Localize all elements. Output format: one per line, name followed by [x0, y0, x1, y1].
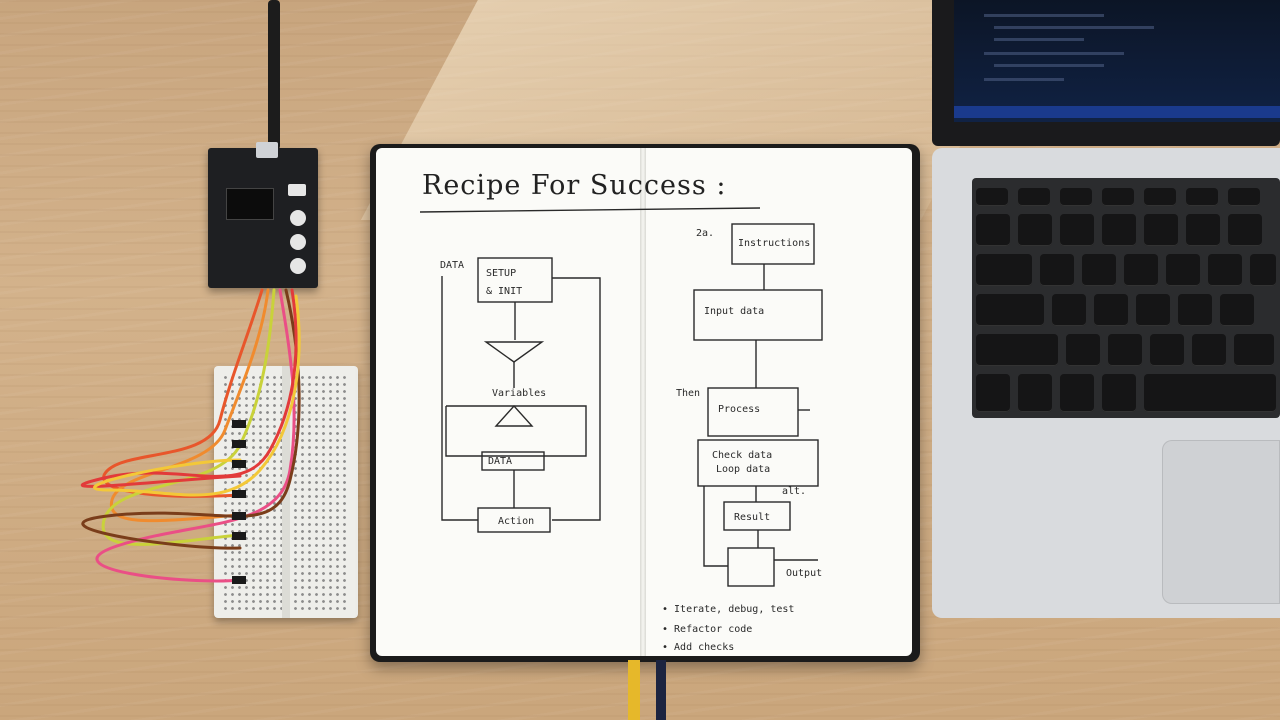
svg-text:Variables: Variables	[492, 388, 546, 399]
title-underline	[419, 207, 761, 213]
right-box-result	[723, 501, 791, 531]
keyboard-key	[1060, 188, 1092, 206]
usb-cable	[268, 0, 280, 150]
keyboard-key	[1052, 294, 1086, 326]
keyboard-key	[1250, 254, 1276, 286]
left-box-action	[477, 507, 551, 533]
svg-text:Process: Process	[718, 404, 760, 415]
right-box-output	[727, 547, 775, 587]
svg-text:Instructions: Instructions	[738, 238, 810, 249]
laptop-deck	[932, 148, 1280, 618]
keyboard-key	[1018, 188, 1050, 206]
svg-text:Then: Then	[676, 388, 700, 399]
svg-text:2a.: 2a.	[696, 228, 714, 239]
keyboard-key	[1060, 374, 1094, 412]
svg-text:SETUP: SETUP	[486, 268, 516, 279]
capacitor	[290, 258, 306, 274]
right-box-instructions	[731, 223, 815, 265]
keyboard-key	[1186, 214, 1220, 246]
svg-text:Output: Output	[786, 568, 822, 579]
svg-text:Input data: Input data	[704, 306, 764, 317]
keyboard-key	[1066, 334, 1100, 366]
right-box-input	[693, 289, 823, 341]
keyboard-key	[1150, 334, 1184, 366]
keyboard-key	[1102, 374, 1136, 412]
keyboard-key	[1108, 334, 1142, 366]
keyboard-key	[1124, 254, 1158, 286]
keyboard-key	[1018, 214, 1052, 246]
keyboard-key	[1228, 188, 1260, 206]
keyboard-key	[1166, 254, 1200, 286]
keyboard-key	[976, 374, 1010, 412]
bookmark-ribbon-yellow	[628, 660, 640, 720]
notebook-page-left	[376, 148, 642, 656]
keyboard-key	[1178, 294, 1212, 326]
svg-text:alt.: alt.	[782, 486, 806, 497]
svg-text:Check data: Check data	[712, 450, 772, 461]
keyboard-key	[1208, 254, 1242, 286]
reset-button	[288, 184, 306, 196]
keyboard-key	[976, 214, 1010, 246]
svg-text:Loop data: Loop data	[716, 464, 770, 475]
keyboard-key	[1228, 214, 1262, 246]
keyboard-key	[976, 294, 1044, 326]
bookmark-ribbon-navy	[656, 660, 666, 720]
keyboard-key	[976, 334, 1058, 366]
keyboard-key	[1018, 374, 1052, 412]
right-box-process	[707, 387, 799, 437]
left-loop-line	[552, 277, 601, 521]
left-loop-line	[441, 276, 478, 521]
keyboard-key	[976, 188, 1008, 206]
capacitor	[290, 210, 306, 226]
svg-text:& INIT: & INIT	[486, 286, 522, 297]
laptop-screen	[932, 0, 1280, 146]
keyboard-key	[1082, 254, 1116, 286]
left-diamond-down	[483, 341, 545, 363]
keyboard-key	[1102, 214, 1136, 246]
capacitor	[290, 234, 306, 250]
laptop-display	[954, 0, 1280, 122]
keyboard-key	[1186, 188, 1218, 206]
keyboard-key	[1094, 294, 1128, 326]
trackpad	[1162, 440, 1280, 604]
keyboard	[972, 178, 1280, 418]
notebook-gutter	[640, 148, 646, 656]
keyboard-key	[1144, 188, 1176, 206]
keyboard-key	[1192, 334, 1226, 366]
chip	[226, 188, 274, 220]
svg-text:Result: Result	[734, 512, 770, 523]
keyboard-key	[1144, 214, 1178, 246]
svg-text:DATA: DATA	[488, 456, 512, 467]
keyboard-key	[1220, 294, 1254, 326]
usb-port	[256, 142, 278, 158]
keyboard-key	[1234, 334, 1274, 366]
microcontroller-board	[208, 142, 318, 288]
keyboard-key	[1040, 254, 1074, 286]
left-block	[445, 405, 587, 457]
keyboard-key	[1060, 214, 1094, 246]
note-line: • Refactor code	[662, 624, 753, 635]
keyboard-key	[1102, 188, 1134, 206]
left-box-read	[481, 451, 545, 471]
notebook	[370, 144, 920, 662]
status-bar	[954, 106, 1280, 118]
keyboard-key	[1136, 294, 1170, 326]
left-diamond-up	[494, 404, 534, 427]
note-line: • Iterate, debug, test	[662, 604, 795, 615]
right-box-check	[697, 439, 819, 487]
svg-text:DATA: DATA	[440, 260, 464, 271]
svg-text:Action: Action	[498, 516, 534, 527]
note-line: • Add checks	[662, 642, 735, 653]
keyboard-key	[976, 254, 1032, 286]
notebook-page-right	[644, 148, 912, 656]
notebook-title: Recipe For Success :	[422, 170, 727, 201]
spacebar	[1144, 374, 1276, 412]
laptop	[932, 0, 1280, 620]
